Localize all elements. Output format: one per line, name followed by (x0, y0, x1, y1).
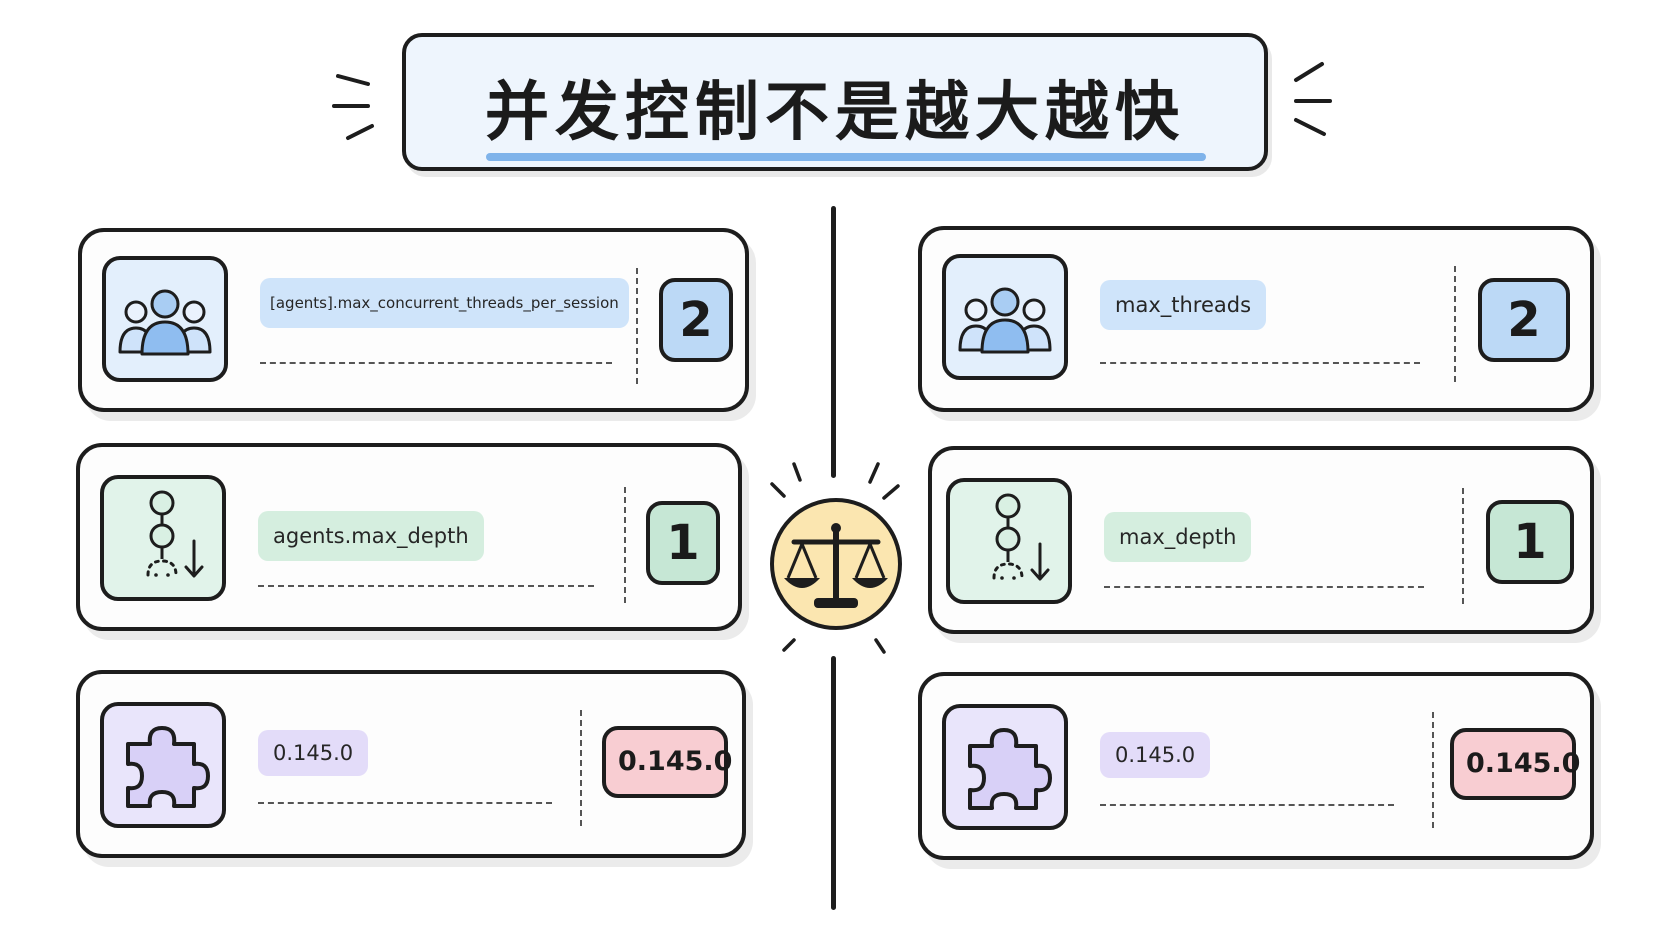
value-badge: 2 (659, 278, 733, 362)
balance-scale-badge (770, 498, 902, 630)
center-divider-top (831, 206, 836, 478)
dashed-rule (258, 802, 552, 804)
dashed-rule (260, 362, 612, 364)
value-badge: 1 (646, 501, 720, 585)
page-title: 并发控制不是越大越快 (485, 76, 1185, 150)
people-tile (102, 256, 228, 382)
puzzle-piece-icon (126, 726, 210, 808)
version-chip: 0.145.0 (1100, 732, 1211, 778)
depth-tree-icon (146, 490, 204, 578)
version-badge: 0.145.0 (602, 726, 732, 798)
left-card-max-depth: agents.max_depth 1 (76, 443, 742, 631)
dashed-separator (1462, 488, 1464, 604)
depth-tree-icon (992, 493, 1050, 581)
left-card-version: 0.145.0 0.145.0 (76, 670, 746, 858)
right-card-version: 0.145.0 0.145.0 (918, 672, 1594, 860)
dashed-separator (1432, 712, 1434, 828)
right-card-max-depth: max_depth 1 (928, 446, 1594, 634)
left-card-max-concurrent-threads: [agents].max_concurrent_threads_per_sess… (78, 228, 749, 412)
config-key-chip: [agents].max_concurrent_threads_per_sess… (260, 278, 629, 328)
dashed-rule (1104, 586, 1424, 588)
dashed-separator (1454, 266, 1456, 382)
value-badge: 1 (1486, 500, 1574, 584)
puzzle-piece-icon (968, 728, 1052, 810)
title-burst-right (1294, 62, 1332, 136)
depth-tile (946, 478, 1072, 604)
dashed-separator (636, 268, 638, 384)
dashed-rule (258, 585, 594, 587)
balance-scale-icon (784, 523, 888, 608)
version-chip: 0.145.0 (258, 730, 369, 776)
center-divider-bottom (831, 656, 836, 910)
dashed-separator (624, 487, 626, 603)
puzzle-tile (100, 702, 226, 828)
value-badge: 2 (1478, 278, 1570, 362)
version-badge: 0.145.0 (1450, 728, 1580, 800)
right-card-max-threads: max_threads 2 (918, 226, 1594, 412)
dashed-rule (1100, 804, 1394, 806)
people-tile (942, 254, 1068, 380)
title-box: 并发控制不是越大越快 (402, 33, 1268, 171)
dashed-separator (580, 710, 582, 826)
title-burst-left (332, 74, 374, 140)
people-group-icon (958, 287, 1052, 354)
config-key-chip: agents.max_depth (258, 511, 484, 561)
config-key-chip: max_depth (1104, 512, 1252, 562)
people-group-icon (118, 289, 212, 356)
dashed-rule (1100, 362, 1420, 364)
depth-tile (100, 475, 226, 601)
puzzle-tile (942, 704, 1068, 830)
title-underline (486, 153, 1206, 161)
config-key-chip: max_threads (1100, 280, 1267, 330)
scale-burst (770, 462, 900, 654)
